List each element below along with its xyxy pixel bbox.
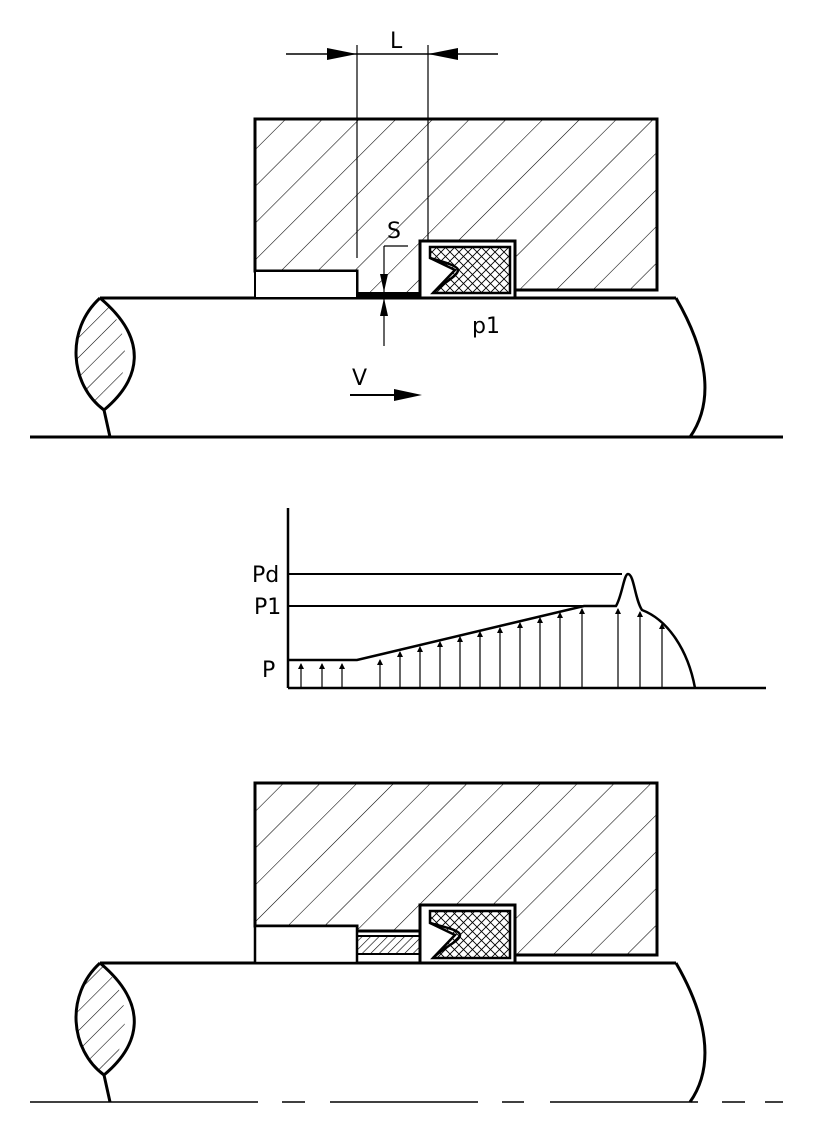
- bottom-figure: [30, 781, 783, 1103]
- dimension-s: S: [380, 219, 408, 346]
- label-v: V: [352, 366, 367, 391]
- top-shaft: [74, 296, 707, 438]
- label-p1-axis: P1: [254, 595, 281, 620]
- top-left-gap: [254, 270, 358, 299]
- pressure-profile: [288, 572, 697, 689]
- label-p-axis: P: [262, 658, 275, 683]
- velocity-arrow: V: [350, 366, 422, 401]
- pressure-diagram: Pd P1 P: [252, 508, 766, 690]
- label-pd: Pd: [252, 563, 279, 588]
- label-l: L: [390, 29, 403, 54]
- bottom-lip-seal: [418, 903, 517, 965]
- dimension-l: L: [286, 29, 498, 258]
- top-gap-fill: [357, 292, 420, 298]
- top-figure: L S p1 V: [30, 29, 783, 439]
- pressure-arrows: [298, 608, 665, 688]
- bottom-shaft: [74, 961, 707, 1103]
- top-lip-seal: [418, 239, 517, 300]
- bottom-left-gap: [253, 924, 359, 965]
- bottom-deposit: [356, 935, 421, 955]
- label-s: S: [387, 219, 401, 244]
- label-p1: p1: [472, 314, 500, 339]
